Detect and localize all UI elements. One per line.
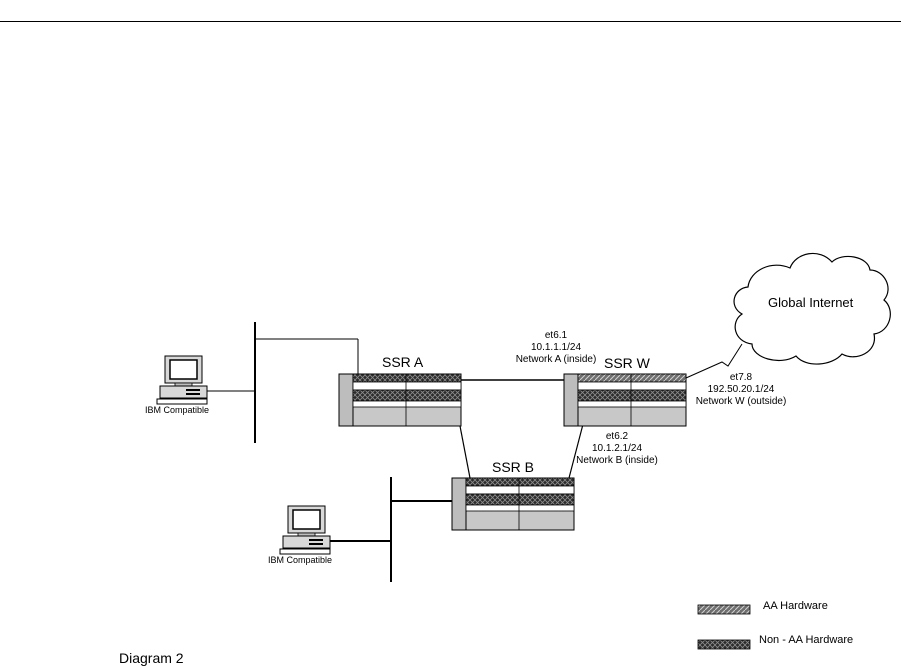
legend-non-aa-label: Non - AA Hardware bbox=[759, 634, 854, 646]
network-label: Network W (outside) bbox=[695, 396, 787, 407]
internet-link bbox=[685, 343, 743, 379]
legend-aa-swatch bbox=[697, 604, 751, 615]
legend-non-aa-swatch bbox=[697, 639, 751, 650]
address-label: 192.50.20.1/24 bbox=[707, 384, 775, 395]
ssr-w-router bbox=[563, 373, 687, 427]
diagram-caption: Diagram 2 bbox=[119, 650, 184, 666]
ssr-a-router bbox=[338, 373, 462, 427]
port-label: et6.2 bbox=[605, 431, 629, 442]
network-label: Network A (inside) bbox=[515, 354, 597, 365]
interface-network-a: et6.1 10.1.1.1/24 Network A (inside) bbox=[506, 330, 606, 366]
address-label: 10.1.2.1/24 bbox=[591, 443, 643, 454]
ssr-b-label: SSR B bbox=[492, 459, 535, 475]
port-label: et6.1 bbox=[544, 330, 568, 341]
interface-network-w: et7.8 192.50.20.1/24 Network W (outside) bbox=[685, 372, 797, 408]
legend-aa-label: AA Hardware bbox=[763, 600, 828, 612]
workstation-1-icon bbox=[156, 355, 208, 405]
port-label: et7.8 bbox=[729, 372, 753, 383]
header-rule bbox=[0, 21, 901, 22]
address-label: 10.1.1.1/24 bbox=[530, 342, 582, 353]
network-label: Network B (inside) bbox=[576, 455, 658, 466]
workstation-2-icon bbox=[279, 505, 331, 555]
workstation-1-label: IBM Compatible bbox=[145, 405, 210, 415]
ssr-b-router bbox=[451, 477, 575, 531]
ssr-a-label: SSR A bbox=[382, 354, 424, 370]
cloud-label: Global Internet bbox=[768, 295, 854, 310]
global-internet-cloud bbox=[733, 252, 891, 365]
interface-network-b: et6.2 10.1.2.1/24 Network B (inside) bbox=[564, 431, 670, 467]
workstation-2-label: IBM Compatible bbox=[268, 555, 333, 565]
ssr-w-label: SSR W bbox=[604, 355, 650, 371]
